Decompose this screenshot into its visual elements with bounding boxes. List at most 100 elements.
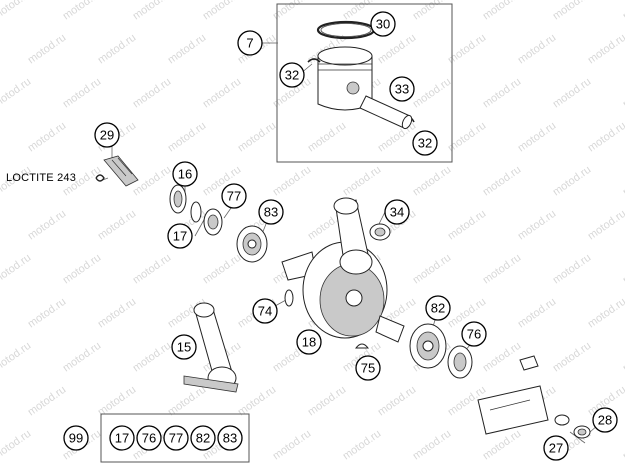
key-75-drawing xyxy=(354,343,370,349)
watermark-text: motod.ru xyxy=(551,76,593,111)
callout-99: 99 xyxy=(63,425,89,451)
kit-item-77: 77 xyxy=(163,425,189,451)
watermark-text: motod.ru xyxy=(411,252,453,287)
watermark-text: motod.ru xyxy=(26,384,68,419)
svg-text:17: 17 xyxy=(173,229,187,244)
watermark-text: motod.ru xyxy=(61,252,103,287)
svg-text:17: 17 xyxy=(115,431,129,446)
watermark-text: motod.ru xyxy=(166,32,208,67)
svg-text:82: 82 xyxy=(196,431,210,446)
washer-74-drawing xyxy=(284,289,294,307)
svg-text:28: 28 xyxy=(598,413,612,428)
callout-7: 7 xyxy=(237,30,263,56)
callout-75: 75 xyxy=(355,355,381,381)
callout-33: 33 xyxy=(389,76,415,102)
svg-text:16: 16 xyxy=(178,167,192,182)
svg-text:76: 76 xyxy=(467,327,481,342)
watermark-text: motod.ru xyxy=(271,164,313,199)
watermark-text: motod.ru xyxy=(586,296,625,331)
watermark-text: motod.ru xyxy=(551,0,593,22)
watermark-text: motod.ru xyxy=(131,340,173,375)
watermark-text: motod.ru xyxy=(481,0,523,22)
watermark-text: motod.ru xyxy=(551,164,593,199)
callout-27: 27 xyxy=(543,435,569,461)
watermark-text: motod.ru xyxy=(376,384,418,419)
watermark-text: motod.ru xyxy=(586,208,625,243)
watermark-text: motod.ru xyxy=(306,384,348,419)
callout-32-bottom: 32 xyxy=(412,130,438,156)
piston-kit-frame xyxy=(276,3,453,163)
svg-text:99: 99 xyxy=(69,431,83,446)
kit-item-76: 76 xyxy=(136,425,162,451)
svg-text:74: 74 xyxy=(258,304,272,319)
svg-text:83: 83 xyxy=(223,431,237,446)
bearing-left-drawing xyxy=(169,184,223,236)
watermark-text: motod.ru xyxy=(61,340,103,375)
kit-item-17: 17 xyxy=(109,425,135,451)
watermark-text: motod.ru xyxy=(411,164,453,199)
callout-16: 16 xyxy=(172,161,198,187)
watermark-text: motod.ru xyxy=(131,252,173,287)
callout-76: 76 xyxy=(461,321,487,347)
callout-18: 18 xyxy=(296,329,322,355)
watermark-text: motod.ru xyxy=(0,252,33,287)
watermark-text: motod.ru xyxy=(236,384,278,419)
watermark-text: motod.ru xyxy=(26,296,68,331)
bolt-drawing xyxy=(95,155,139,187)
watermark-text: motod.ru xyxy=(516,208,558,243)
watermark-text: motod.ru xyxy=(201,76,243,111)
watermark-text: motod.ru xyxy=(0,76,33,111)
watermark-text: motod.ru xyxy=(236,120,278,155)
piston-drawing xyxy=(317,46,373,111)
watermark-text: motod.ru xyxy=(586,120,625,155)
watermark-text: motod.ru xyxy=(166,384,208,419)
watermark-text: motod.ru xyxy=(306,120,348,155)
callout-29: 29 xyxy=(94,122,120,148)
watermark-text: motod.ru xyxy=(621,428,625,463)
watermark-text: motod.ru xyxy=(551,340,593,375)
watermark-text: motod.ru xyxy=(621,76,625,111)
watermark-text: motod.ru xyxy=(96,208,138,243)
crankshaft-drawing xyxy=(281,197,405,343)
piston-ring-drawing xyxy=(316,20,376,40)
callout-30: 30 xyxy=(370,11,396,37)
svg-text:32: 32 xyxy=(285,68,299,83)
watermark-text: motod.ru xyxy=(0,340,33,375)
callout-15: 15 xyxy=(171,334,197,360)
watermark-text: motod.ru xyxy=(0,428,33,463)
watermark-text: motod.ru xyxy=(516,32,558,67)
svg-text:27: 27 xyxy=(549,441,563,456)
needle-bearing-drawing xyxy=(369,223,391,241)
watermark-text: motod.ru xyxy=(481,340,523,375)
watermark-text: motod.ru xyxy=(61,0,103,22)
svg-text:34: 34 xyxy=(390,205,404,220)
svg-text:82: 82 xyxy=(431,301,445,316)
watermark-text: motod.ru xyxy=(411,0,453,22)
watermark-text: motod.ru xyxy=(96,296,138,331)
callout-74: 74 xyxy=(252,298,278,324)
watermark-text: motod.ru xyxy=(26,32,68,67)
callout-82: 82 xyxy=(425,295,451,321)
svg-text:15: 15 xyxy=(177,340,191,355)
watermark-text: motod.ru xyxy=(61,76,103,111)
svg-text:75: 75 xyxy=(361,361,375,376)
svg-text:77: 77 xyxy=(169,431,183,446)
watermark-text: motod.ru xyxy=(341,164,383,199)
seal-76-drawing xyxy=(447,345,473,379)
watermark-text: motod.ru xyxy=(26,208,68,243)
callout-34: 34 xyxy=(384,199,410,225)
watermark-text: motod.ru xyxy=(131,164,173,199)
watermark-text: motod.ru xyxy=(26,120,68,155)
callout-83: 83 xyxy=(258,199,284,225)
watermark-text: motod.ru xyxy=(201,0,243,22)
kit-frame xyxy=(100,413,250,463)
watermark-text: motod.ru xyxy=(621,252,625,287)
callout-77: 77 xyxy=(221,183,247,209)
svg-text:83: 83 xyxy=(264,205,278,220)
callout-28: 28 xyxy=(592,407,618,433)
watermark-text: motod.ru xyxy=(201,252,243,287)
watermark-text: motod.ru xyxy=(271,428,313,463)
svg-text:33: 33 xyxy=(395,82,409,97)
